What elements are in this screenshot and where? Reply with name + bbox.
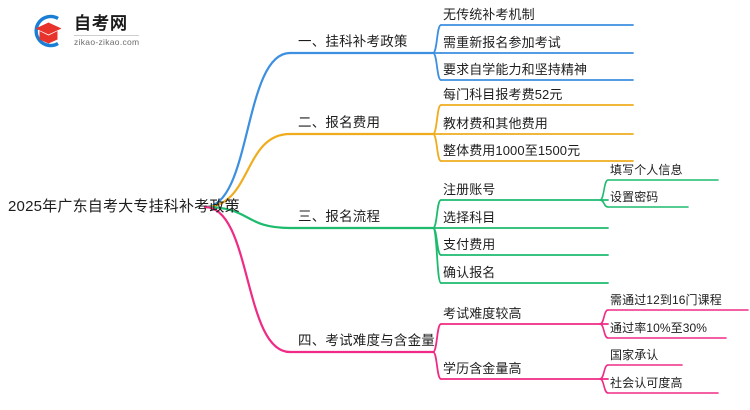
grandchild-label-4-2-1[interactable]: 国家承认 — [610, 348, 659, 362]
grandchild-label-4-2-2[interactable]: 社会认可度高 — [610, 376, 683, 390]
child-label-1-3[interactable]: 要求自学能力和坚持精神 — [443, 62, 588, 77]
grandchild-label-3-1-2[interactable]: 设置密码 — [610, 190, 659, 204]
mindmap-root-node[interactable]: 2025年广东自考大专挂科补考政策 — [8, 198, 240, 215]
branch-label-2[interactable]: 二、报名费用 — [298, 115, 381, 130]
child-label-3-4[interactable]: 确认报名 — [443, 265, 496, 280]
child-label-4-1[interactable]: 考试难度较高 — [443, 306, 522, 321]
branch-label-3[interactable]: 三、报名流程 — [298, 209, 381, 224]
child-label-3-3[interactable]: 支付费用 — [443, 237, 496, 252]
grandchild-label-4-1-1[interactable]: 需通过12到16门课程 — [610, 293, 722, 307]
child-label-2-3[interactable]: 整体费用1000至1500元 — [443, 143, 581, 158]
child-label-3-1[interactable]: 注册账号 — [443, 182, 496, 197]
branch-label-1[interactable]: 一、挂科补考政策 — [298, 34, 408, 49]
logo-name-cn: 自考网 — [74, 13, 128, 33]
child-label-2-2[interactable]: 教材费和其他费用 — [443, 116, 548, 131]
grandchild-label-4-1-2[interactable]: 通过率10%至30% — [610, 321, 708, 335]
logo-text: 自考网 zikao-zikao.com — [74, 13, 140, 48]
child-label-1-1[interactable]: 无传统补考机制 — [443, 7, 535, 22]
logo-name-en: zikao-zikao.com — [74, 34, 140, 47]
grandchild-label-3-1-1[interactable]: 填写个人信息 — [610, 163, 683, 177]
child-label-3-2[interactable]: 选择科目 — [443, 210, 496, 225]
site-logo[interactable]: 自考网 zikao-zikao.com — [28, 10, 178, 52]
child-label-2-1[interactable]: 每门科目报考费52元 — [443, 87, 563, 102]
child-label-1-2[interactable]: 需重新报名参加考试 — [443, 35, 561, 50]
child-label-4-2[interactable]: 学历含金量高 — [443, 361, 522, 376]
graduation-cap-icon — [28, 11, 68, 51]
branch-label-4[interactable]: 四、考试难度与含金量 — [298, 333, 435, 348]
